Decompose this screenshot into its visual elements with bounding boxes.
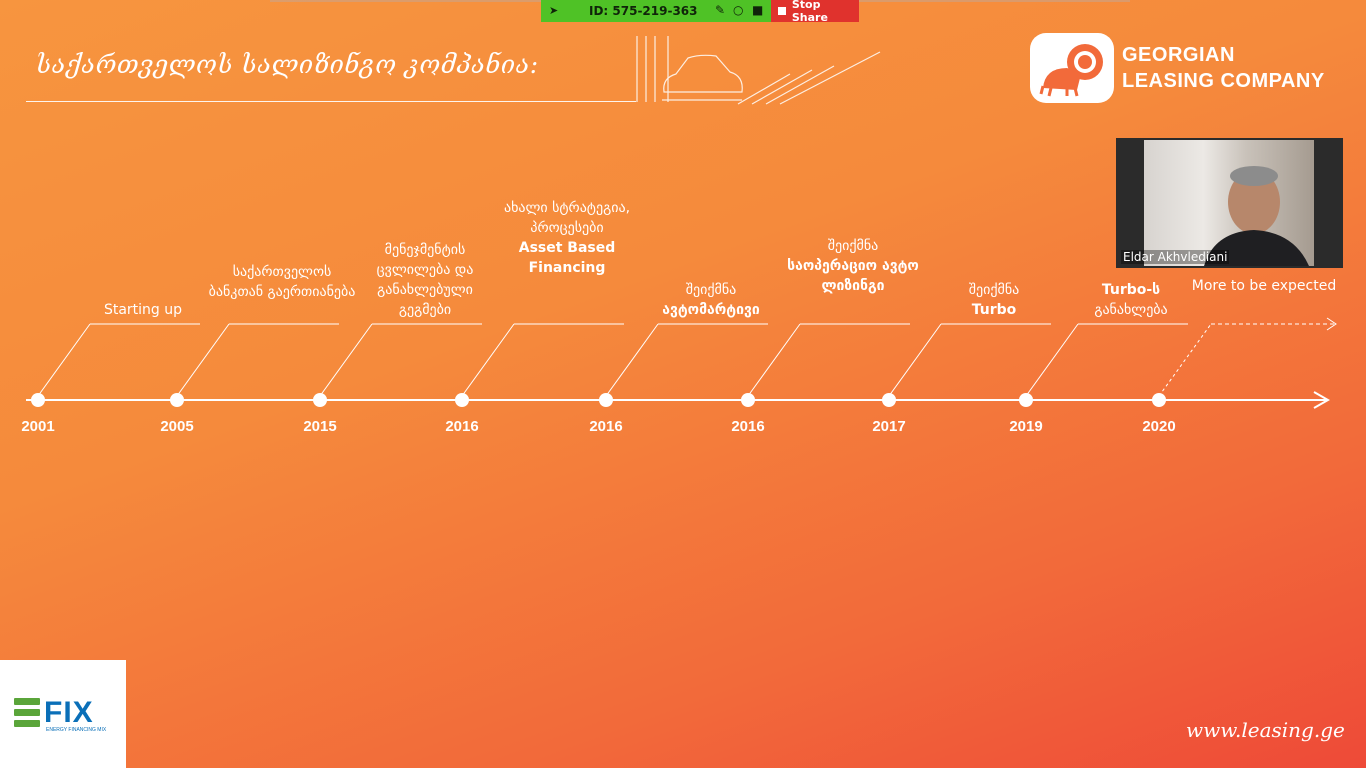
stop-share-label: Stop Share	[791, 0, 828, 24]
efix-name: FIX	[44, 696, 94, 729]
milestone-label: More to be expected	[1191, 278, 1337, 294]
efix-logo: FIX ENERGY FINANCING MIX	[0, 660, 126, 768]
lock-icon[interactable]: ■	[752, 3, 764, 17]
title-underline	[26, 101, 636, 102]
milestone-connector	[461, 323, 515, 397]
milestone-year: 2020	[1142, 418, 1176, 435]
video-feed	[1144, 140, 1314, 266]
milestone-connector	[176, 323, 230, 397]
future-arrow-icon	[1326, 317, 1337, 331]
meeting-id: ID: 575-219-363	[589, 4, 698, 18]
milestone-connector	[1025, 323, 1079, 397]
milestone-node	[455, 393, 469, 407]
milestone-node	[31, 393, 45, 407]
milestone-connector	[747, 323, 801, 397]
efix-tagline: ENERGY FINANCING MIX	[46, 727, 107, 733]
milestone-node	[882, 393, 896, 407]
stop-share-button[interactable]: Stop Share	[771, 0, 859, 24]
participant-name: Eldar Akhvlediani	[1121, 250, 1230, 264]
milestone-node	[313, 393, 327, 407]
logo-line-2: LEASING COMPANY	[1122, 70, 1325, 92]
milestone-label: Starting up	[103, 302, 183, 318]
milestone-connector	[605, 323, 659, 397]
milestone-connector	[37, 323, 91, 397]
milestone-year: 2005	[160, 418, 194, 435]
milestone-year: 2017	[872, 418, 906, 435]
milestone-year: 2016	[731, 418, 765, 435]
milestone-year: 2016	[589, 418, 623, 435]
milestone-connector	[888, 323, 942, 397]
milestone-node	[741, 393, 755, 407]
stop-icon	[778, 7, 786, 15]
milestone-connector	[319, 323, 373, 397]
milestone-label: საქართველოს ბანკთან გაერთიანება	[208, 264, 356, 300]
meeting-info: ➤ ID: 575-219-363 ✎ ○ ■	[541, 0, 771, 22]
milestone-year: 2015	[303, 418, 337, 435]
lion-logo-icon	[1030, 33, 1114, 103]
zoom-share-bar: ➤ ID: 575-219-363 ✎ ○ ■ Stop Share	[541, 0, 859, 24]
milestone-year: 2016	[445, 418, 479, 435]
milestone-node	[170, 393, 184, 407]
signal-icon: ➤	[549, 4, 559, 17]
website-url: www.leasing.ge	[1186, 718, 1345, 742]
mic-muted-icon[interactable]: ✎	[715, 3, 726, 17]
participant-video[interactable]: Eldar Akhvlediani	[1116, 138, 1343, 268]
timeline-arrow-icon	[1313, 391, 1331, 409]
record-icon[interactable]: ○	[733, 3, 744, 17]
milestone-node	[1019, 393, 1033, 407]
milestone-connector	[1158, 323, 1212, 397]
milestone-label: მენეჯმენტის ცვლილება და განახლებული გეგმ…	[376, 242, 474, 318]
milestone-node	[599, 393, 613, 407]
logo-line-1: GEORGIAN	[1122, 44, 1235, 66]
slide-title: საქართველოს სალიზინგო კომპანია:	[36, 50, 539, 79]
milestone-node	[1152, 393, 1166, 407]
company-logo: GEORGIAN LEASING COMPANY	[1030, 33, 1325, 103]
milestone-year: 2019	[1009, 418, 1043, 435]
milestone-year: 2001	[21, 418, 55, 435]
efix-bars-icon	[14, 698, 40, 731]
